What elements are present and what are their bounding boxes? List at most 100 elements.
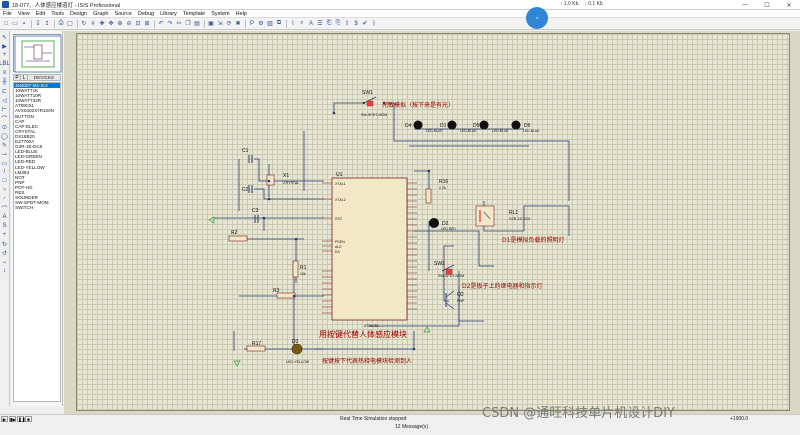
text-script-mode-icon[interactable]: ≡ [2,70,7,76]
component-mode-icon[interactable]: ▶ [2,43,7,50]
refresh-icon[interactable]: ↻ [81,21,87,27]
grid-icon[interactable]: # [91,20,95,27]
mirror-x-icon[interactable]: ↔ [1,259,8,265]
copy-icon[interactable]: ❐ [185,21,191,27]
rotate-ccw-icon[interactable]: ↺ [1,250,8,257]
device-item[interactable]: SW-SPDT-MOM [15,200,49,206]
open-file-icon[interactable]: ▭ [12,21,18,27]
save-icon[interactable]: ▪ [22,20,26,27]
device-item[interactable]: RES [15,189,25,195]
pause-button[interactable]: ❚❚ [17,415,26,422]
netlist-ares-icon[interactable]: ᚱ [372,20,376,27]
remove-sheet-icon[interactable]: ⎘ [335,20,341,26]
menu-tools[interactable]: Tools [51,10,65,17]
terminal-mode-icon[interactable]: ◁ [2,97,7,104]
erc-icon[interactable]: ✔ [362,21,368,27]
property-assign-icon[interactable]: A [308,20,313,27]
exit-parent-icon[interactable]: ⇧ [344,21,350,27]
zoom-all-icon[interactable]: ⊡ [135,21,141,27]
device-item[interactable]: DS18B20 [15,133,35,139]
probe-voltage-icon[interactable]: ✎ [1,142,8,149]
device-item[interactable]: 10WATT10R [15,93,42,99]
device-item[interactable]: AT89C51 [15,103,35,109]
device-item[interactable]: BUTTON [15,113,34,119]
search-icon[interactable]: ⌕ [300,20,304,26]
wire-label-mode-icon[interactable]: LBL [0,61,10,67]
device-item[interactable]: CRYSTAL [15,128,36,134]
wire-autoroute-icon[interactable]: ⌇ [291,21,295,27]
device-item[interactable]: 10WATT1K [15,88,39,94]
paste-icon[interactable]: ▤ [194,21,200,27]
menu-edit[interactable]: Edit [35,10,46,17]
menu-library[interactable]: Library [160,10,177,17]
block-move-icon[interactable]: ⇲ [217,21,223,27]
menu-graph[interactable]: Graph [93,10,109,17]
area-icon[interactable]: ▢ [67,21,73,27]
virtual-instrument-icon[interactable]: ▭ [1,160,8,167]
package-icon[interactable]: ▥ [267,21,273,27]
zoom-out-icon[interactable]: ⊖ [126,21,132,27]
design-explorer-icon[interactable]: ☰ [317,21,323,27]
origin-icon[interactable]: ✚ [99,21,105,27]
box-2d-icon[interactable]: □ [2,178,7,184]
device-item[interactable]: 10WATT33R [15,98,42,104]
minimize-button[interactable]: — [742,2,748,8]
device-item[interactable]: AVX0402X7R100N [15,108,54,114]
text-2d-icon[interactable]: A [2,214,7,220]
device-item[interactable]: CAP-ELEC [15,123,38,129]
bus-mode-icon[interactable]: ╫ [2,79,7,85]
menu-file[interactable]: File [3,10,12,17]
zoom-in-icon[interactable]: ⊕ [117,21,123,27]
probe-current-icon[interactable]: ⇀ [1,151,8,158]
subcircuit-mode-icon[interactable]: ⊏ [1,88,8,95]
device-item[interactable]: SWITCH [15,205,34,211]
device-item[interactable]: 1N4007-M1-IC4 [14,83,60,89]
device-item[interactable]: LED-GREEN [15,154,42,160]
make-device-icon[interactable]: ⚙ [258,21,264,27]
selection-mode-icon[interactable]: ↖ [1,34,8,41]
device-item[interactable]: EZ7700A [15,139,35,145]
device-item[interactable]: LM393 [15,169,30,175]
new-sheet-icon[interactable]: ⎗ [326,20,332,26]
menu-debug[interactable]: Debug [137,10,155,17]
line-2d-icon[interactable]: / [3,169,6,175]
generator-mode-icon[interactable]: ◯ [1,133,8,140]
import-icon[interactable]: ↧ [35,21,41,27]
pick-device-icon[interactable]: P [249,20,254,27]
arc-2d-icon[interactable]: ◜ [3,196,6,203]
print-icon[interactable]: ⎙ [58,20,64,26]
device-item[interactable]: NOT [15,174,25,180]
menu-system[interactable]: System [211,10,230,17]
device-item[interactable]: CAP [15,118,25,124]
stop-button[interactable]: ■ [25,415,32,422]
block-delete-icon[interactable]: ✖ [235,21,241,27]
pin-mode-icon[interactable]: ⊢ [1,106,8,113]
rotate-cw-icon[interactable]: ↻ [1,241,8,248]
device-item[interactable]: LED-YELLOW [15,164,45,170]
device-item[interactable]: LED-RED [15,159,36,165]
close-button[interactable]: ✕ [786,2,792,9]
export-icon[interactable]: ↥ [44,21,50,27]
menu-design[interactable]: Design [70,10,88,17]
menu-template[interactable]: Template [182,10,206,17]
pan-icon[interactable]: ✥ [108,21,114,27]
device-item[interactable]: SOUNDER [15,195,38,201]
libraries-button[interactable]: L [21,74,28,81]
bom-icon[interactable]: $ [354,20,358,27]
floating-accelerator-widget[interactable]: ● [526,7,548,29]
step-button[interactable]: ▮▶ [9,415,16,422]
block-rotate-icon[interactable]: ⟳ [226,21,232,27]
mirror-y-icon[interactable]: ↕ [3,268,6,274]
device-item[interactable]: PNP [15,179,25,185]
menu-help[interactable]: Help [235,10,247,17]
circle-2d-icon[interactable]: ○ [2,187,7,193]
zoom-area-icon[interactable]: ⊞ [144,21,150,27]
path-2d-icon[interactable]: ⌒ [1,206,8,213]
cut-icon[interactable]: ✂ [176,21,182,27]
play-button[interactable]: ▶ [1,415,8,422]
graph-mode-icon[interactable]: ⌒ [1,116,8,123]
schematic-canvas[interactable]: XTAL1 XTAL2 RST PSEN ALE EA U1 AT89C51 S… [64,31,800,414]
device-item[interactable]: POT-HG [15,184,33,190]
maximize-button[interactable]: ☐ [764,2,770,9]
overview-window[interactable] [13,34,62,73]
